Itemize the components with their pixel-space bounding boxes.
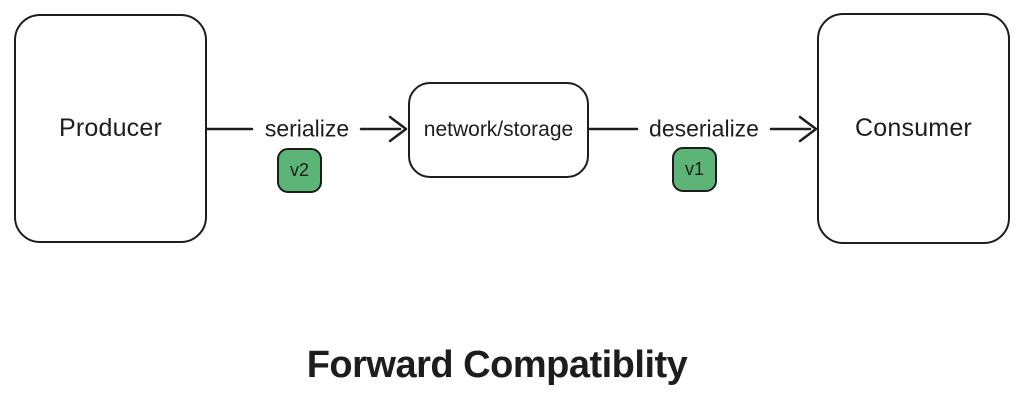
network-storage-node: network/storage (408, 82, 589, 178)
network-storage-node-label: network/storage (423, 118, 574, 141)
serialize-version-badge-label: v2 (289, 160, 309, 180)
deserialize-version-badge-label: v1 (684, 159, 704, 179)
serialize-arrowhead-icon (388, 115, 408, 143)
consumer-node: Consumer (817, 13, 1010, 244)
producer-node-label: Producer (58, 114, 163, 142)
serialize-version-badge: v2 (277, 148, 322, 193)
serialize-edge-label: serialize (264, 115, 350, 142)
producer-node: Producer (14, 14, 207, 243)
deserialize-edge-label: deserialize (649, 115, 759, 142)
deserialize-arrowhead-icon (798, 115, 818, 143)
consumer-node-label: Consumer (855, 114, 972, 142)
deserialize-version-badge: v1 (672, 147, 717, 192)
diagram-title: Forward Compatiblity (306, 344, 688, 386)
